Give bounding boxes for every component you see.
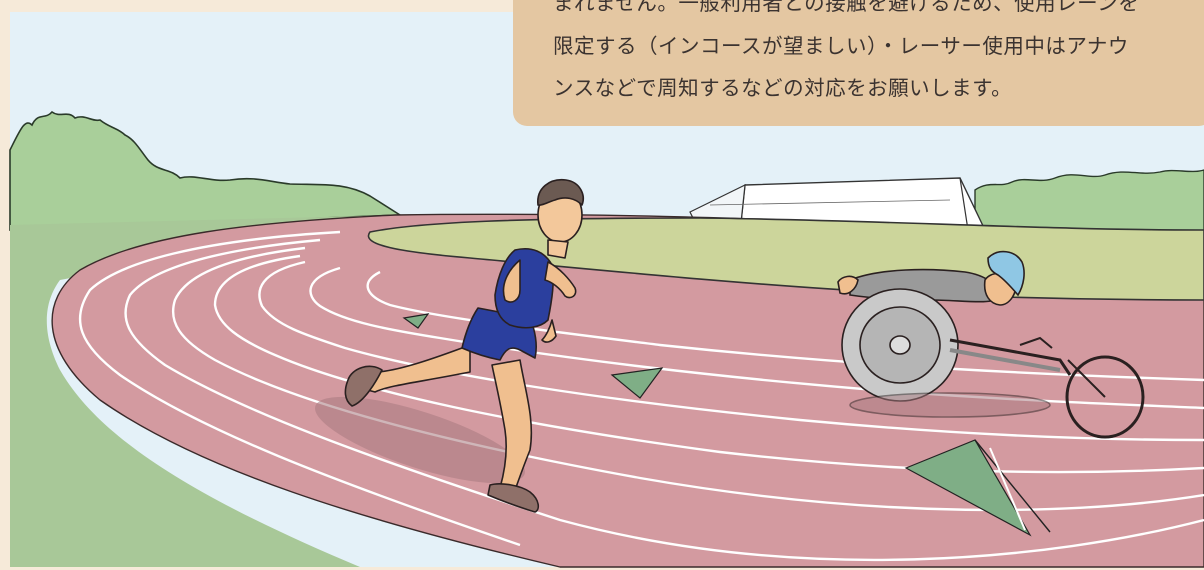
lane-marker (610, 367, 664, 399)
runner-singlet (494, 248, 555, 329)
runner-front-shoe (487, 483, 540, 513)
notice-line: 限定する（インコースが望ましい）・レーサー使用中はアナウ (553, 33, 1129, 58)
runner-hair (537, 179, 584, 206)
runner (344, 179, 584, 513)
lane-marker (402, 313, 430, 329)
lane-marker (904, 439, 1032, 537)
tree-line-right (974, 169, 1204, 233)
racer-helmet (987, 250, 1025, 297)
notice-line: ンスなどで周知するなどの対応をお願いします。 (553, 76, 1013, 100)
grass-bank (10, 215, 400, 567)
notice-box: まれません。一般利用者との接触を避けるため、使用レーンを 限定する（インコースが… (513, 0, 1204, 126)
tree-line-left (9, 110, 403, 231)
wheelchair-racer (837, 250, 1145, 439)
runner-back-shoe (344, 365, 383, 407)
lane-markers (402, 313, 1051, 537)
racer-shadow (849, 392, 1051, 418)
racer-front-wheel (1065, 355, 1145, 439)
notice-line: まれません。一般利用者との接触を避けるため、使用レーンを (553, 0, 1140, 15)
stadium-building (689, 177, 987, 233)
runner-shadow (315, 396, 525, 484)
lane-lines (78, 230, 1204, 562)
